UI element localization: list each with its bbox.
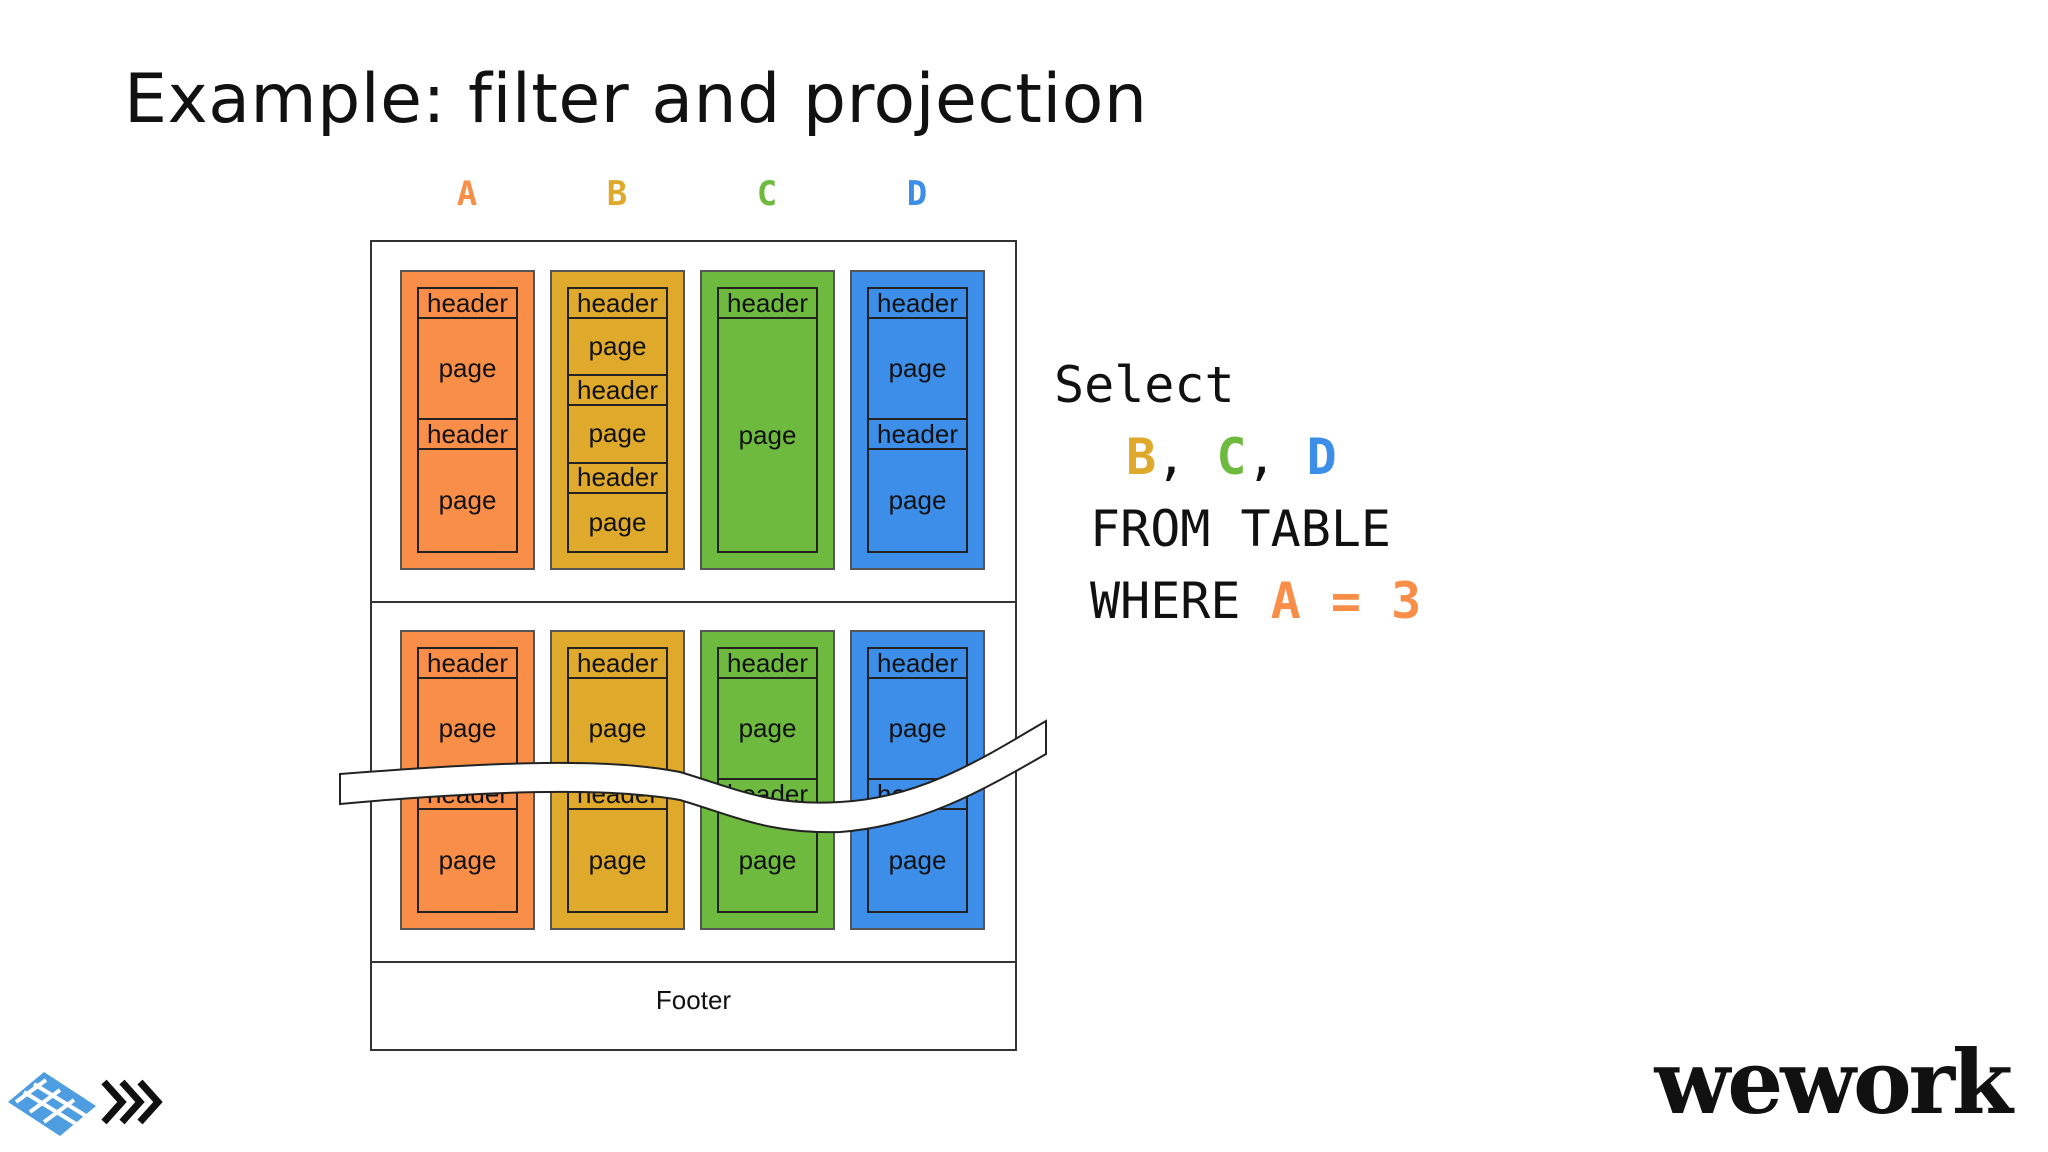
- chunk-header: header: [869, 288, 966, 319]
- chunk-page: page: [869, 319, 966, 420]
- sql-col-b: B: [1126, 428, 1157, 486]
- sql-select: Select: [1054, 356, 1235, 414]
- chunk-page: page: [719, 679, 816, 780]
- sql-cond-col: A: [1270, 572, 1301, 630]
- chunk-page: page: [869, 679, 966, 780]
- chunk-header: header: [869, 648, 966, 679]
- column-chunk-c: header page: [700, 270, 835, 570]
- column-label-b: B: [606, 174, 628, 214]
- chunk-header: header: [869, 419, 966, 450]
- footer-label: Footer: [655, 985, 732, 1015]
- column-label-a: A: [456, 174, 478, 214]
- parquet-logo-icon: [8, 1072, 163, 1136]
- chunk-header: header: [719, 288, 816, 319]
- chunk-page: page: [569, 406, 666, 464]
- chunk-header: header: [419, 288, 516, 319]
- chunk-header: header: [569, 375, 666, 407]
- footer-divider: [370, 961, 1017, 963]
- chunk-header: header: [569, 648, 666, 679]
- chunk-page: page: [588, 845, 647, 875]
- pages-box: header page: [717, 287, 818, 553]
- chunk-header: header: [419, 419, 516, 450]
- row-group-divider: [370, 601, 1017, 603]
- chunk-page: page: [588, 506, 647, 537]
- column-label-c: C: [756, 174, 778, 214]
- sql-col-d: D: [1306, 428, 1337, 486]
- chunk-page: page: [888, 485, 947, 515]
- sql-cond-val: 3: [1391, 572, 1422, 630]
- sql-where: WHERE A = 3: [1090, 572, 1422, 630]
- chunk-page: page: [438, 485, 497, 515]
- sql-from: FROM TABLE: [1090, 500, 1392, 558]
- chunk-header: header: [569, 462, 666, 494]
- wework-logo: wework: [1654, 1030, 2013, 1134]
- chunk-page: page: [738, 845, 797, 875]
- chunk-page: page: [738, 419, 797, 450]
- column-label-d: D: [906, 174, 928, 214]
- chunk-page: page: [888, 845, 947, 875]
- sql-cond-op: =: [1330, 572, 1361, 630]
- chunk-header: header: [569, 288, 666, 319]
- sql-columns: B, C, D: [1126, 428, 1337, 486]
- chunk-page: page: [419, 319, 516, 420]
- chunk-header: header: [419, 648, 516, 679]
- sql-col-c: C: [1216, 428, 1247, 486]
- chunk-page: page: [438, 845, 497, 875]
- chunk-header: header: [719, 648, 816, 679]
- chunk-page: page: [569, 319, 666, 377]
- slide-title: Example: filter and projection: [124, 60, 1148, 139]
